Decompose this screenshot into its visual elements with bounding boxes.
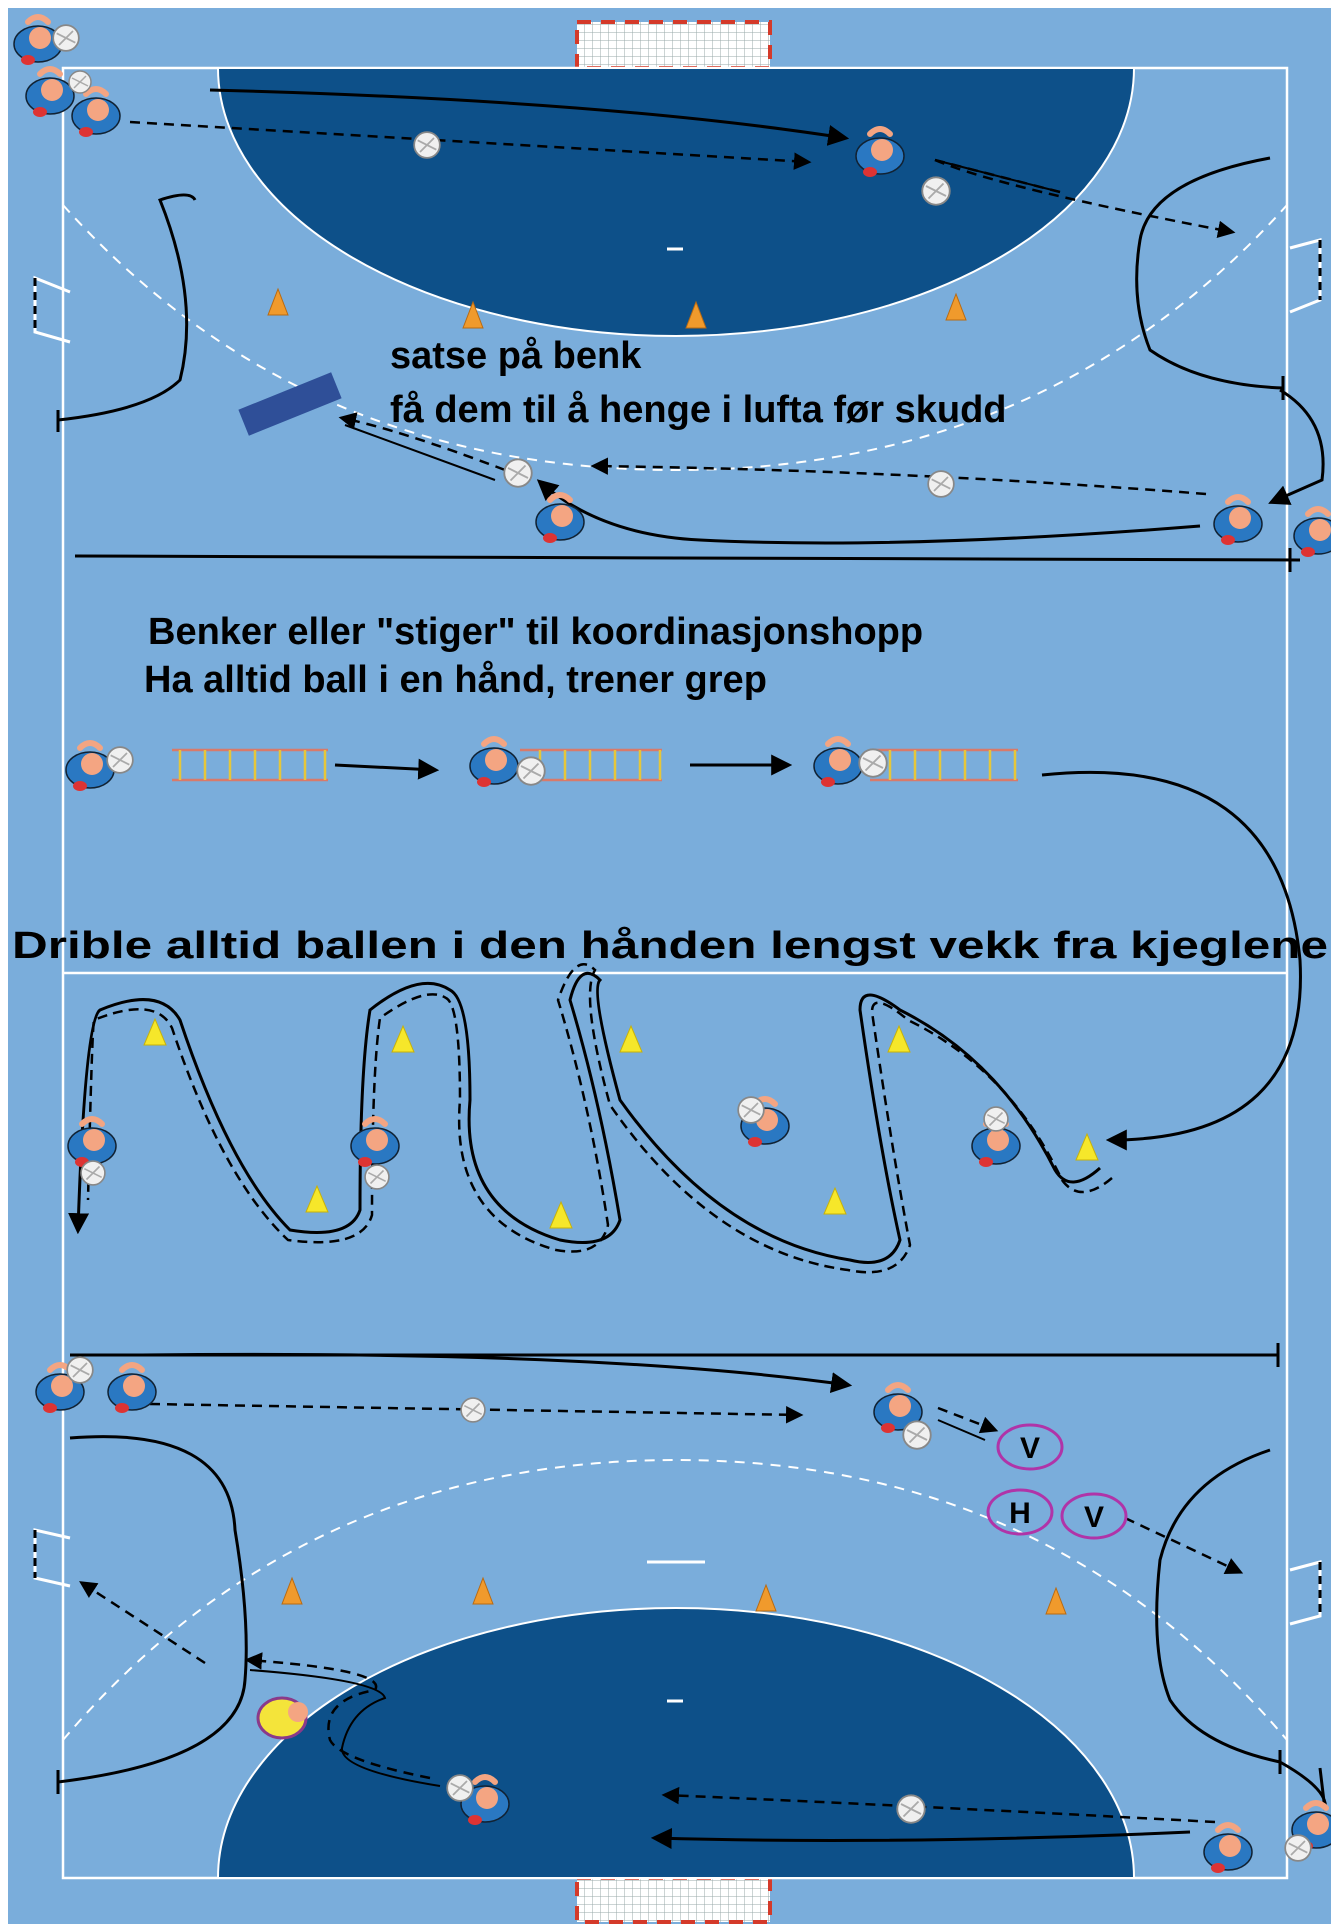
station2-text-line2: Ha alltid ball i en hånd, trener grep — [144, 659, 767, 701]
marker-h-label: H — [1009, 1497, 1031, 1530]
marker-v1-label: V — [1020, 1432, 1040, 1465]
station3-text-line1: Drible alltid ballen i den hånden lengst… — [12, 925, 1328, 967]
top-goal-icon — [575, 20, 772, 70]
bench-icon — [238, 372, 342, 436]
marker-v2: V — [1060, 1492, 1128, 1540]
goalkeeper-icon — [256, 1696, 308, 1740]
cone-icon — [267, 287, 1067, 1615]
bottom-goal-icon — [575, 1876, 772, 1924]
station1-text-line2: få dem til å henge i lufta før skudd — [390, 389, 1007, 431]
station1-text-line1: satse på benk — [390, 335, 642, 377]
top-free-throw-line — [62, 204, 1288, 472]
bottom-free-throw-line — [62, 1458, 1288, 1741]
station2-text-line1: Benker eller "stiger" til koordinasjonsh… — [148, 611, 923, 653]
cone-icon — [143, 1017, 1099, 1229]
top-goal-area — [216, 67, 1136, 337]
marker-h: H — [986, 1488, 1054, 1536]
marker-v2-label: V — [1084, 1501, 1104, 1534]
marker-v1: V — [996, 1423, 1064, 1471]
